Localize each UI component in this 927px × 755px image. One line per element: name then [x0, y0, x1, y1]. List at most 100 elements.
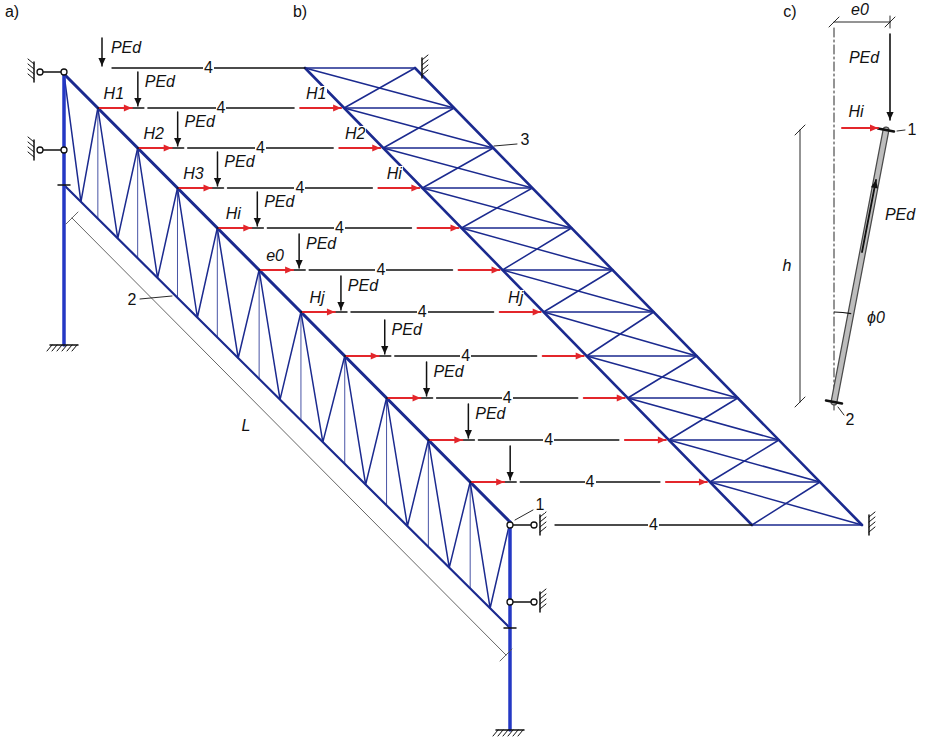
- restraint-force: [179, 187, 211, 189]
- load-arrow: [384, 320, 386, 354]
- support-hatch: [503, 730, 508, 736]
- hinge-pin: [507, 522, 513, 528]
- support-ground: [50, 344, 78, 346]
- bracing-chord: [305, 68, 752, 525]
- bracing-diagonal: [710, 440, 779, 482]
- support-hatch: [869, 522, 875, 527]
- support-hatch: [493, 730, 498, 736]
- load-symbol: PEd: [144, 74, 176, 90]
- load-symbol: PEd: [223, 154, 255, 170]
- load-arrow: [468, 404, 470, 438]
- bracing-diagonal: [669, 398, 738, 440]
- member-axis: [834, 28, 835, 410]
- support-hatch: [422, 65, 428, 70]
- purlin-stub: [345, 355, 391, 357]
- load-arrow: [177, 112, 179, 146]
- bracing-diagonal: [305, 68, 454, 108]
- load-arrow: [257, 192, 259, 226]
- dimension-tick: [500, 649, 512, 661]
- bottom-chord: [64, 185, 510, 628]
- load-arrow: [889, 34, 891, 120]
- support-ground: [496, 729, 524, 731]
- callout-number: 1: [907, 122, 918, 138]
- support-hatch: [47, 345, 52, 351]
- restraint-force: [389, 397, 421, 399]
- column-member: [834, 130, 886, 402]
- restraint-force: [261, 269, 293, 271]
- load-arrow: [137, 72, 139, 106]
- load-arrow: [426, 362, 428, 396]
- load-arrow: [101, 38, 103, 66]
- callout-number: 4: [543, 432, 554, 448]
- force-symbol: H2: [142, 126, 164, 142]
- bracing-strut: [344, 107, 454, 109]
- callout-number: 4: [460, 348, 471, 364]
- support-hatch: [28, 137, 34, 142]
- hinge-pin: [507, 599, 513, 605]
- load-symbol: PEd: [263, 194, 295, 210]
- purlin-stub: [428, 439, 474, 441]
- force-symbol: H3: [182, 166, 204, 182]
- load-arrow: [509, 446, 511, 480]
- load-symbol: PEd: [474, 406, 506, 422]
- bracing-diagonal: [752, 482, 820, 525]
- support-hatch: [67, 345, 72, 351]
- restraint-force: [100, 107, 132, 109]
- support-hatch: [28, 142, 34, 147]
- dimension-tick: [795, 397, 805, 407]
- top-chord: [64, 74, 510, 522]
- purlin-stub: [138, 147, 184, 149]
- truss-diagonal: [301, 312, 345, 442]
- load-symbol: PEd: [347, 278, 379, 294]
- support-hatch: [518, 730, 523, 736]
- bracing-strut: [587, 355, 697, 357]
- column: [508, 522, 512, 730]
- truss-vertical: [470, 482, 471, 588]
- restraint-force: [625, 439, 666, 441]
- bracing-strut: [710, 481, 820, 483]
- callout-number: 4: [334, 220, 345, 236]
- restraint-force: [543, 355, 584, 357]
- support-hatch: [422, 70, 428, 75]
- bracing-diagonal: [628, 356, 697, 398]
- dimension-tick: [885, 17, 895, 27]
- truss-vertical: [217, 228, 218, 337]
- bracing-diagonal: [383, 108, 454, 148]
- dimension-tick: [795, 125, 805, 135]
- bracing-diagonal: [344, 68, 415, 108]
- truss-vertical: [428, 440, 429, 547]
- leader-line: [494, 144, 517, 146]
- restraint-force: [219, 227, 251, 229]
- dimension-symbol: e0: [850, 2, 870, 18]
- purlin-stub: [217, 227, 263, 229]
- hinge-pin: [531, 522, 537, 528]
- callout-number: 3: [520, 132, 531, 148]
- support-hatch: [52, 345, 57, 351]
- callout-number: 2: [127, 292, 138, 308]
- column-tick: [504, 627, 516, 629]
- restraint-force: [417, 227, 458, 229]
- purlin-stub: [259, 269, 305, 271]
- bracing-diagonal: [710, 482, 862, 525]
- restraint-force: [430, 439, 462, 441]
- support-hatch: [540, 594, 546, 599]
- load-symbol: PEd: [305, 236, 337, 252]
- restraint-force: [303, 311, 335, 313]
- support-hatch: [28, 147, 34, 152]
- dimension-symbol: ϕ0: [866, 310, 886, 326]
- leader-line: [515, 510, 533, 520]
- axial-force-arrow: [862, 180, 876, 252]
- hinge-pin: [37, 147, 43, 153]
- callout-number: 1: [535, 497, 546, 513]
- load-symbol: PEd: [848, 50, 880, 66]
- force-symbol: Hj: [507, 290, 524, 306]
- support-hatch: [422, 60, 428, 65]
- panel-letter: c): [782, 4, 797, 20]
- panel-letter: b): [292, 4, 308, 20]
- truss-vertical: [259, 270, 260, 379]
- load-symbol: PEd: [884, 207, 916, 223]
- hinge-pin: [531, 599, 537, 605]
- support-hatch: [28, 64, 34, 69]
- force-symbol: Hj: [308, 290, 325, 306]
